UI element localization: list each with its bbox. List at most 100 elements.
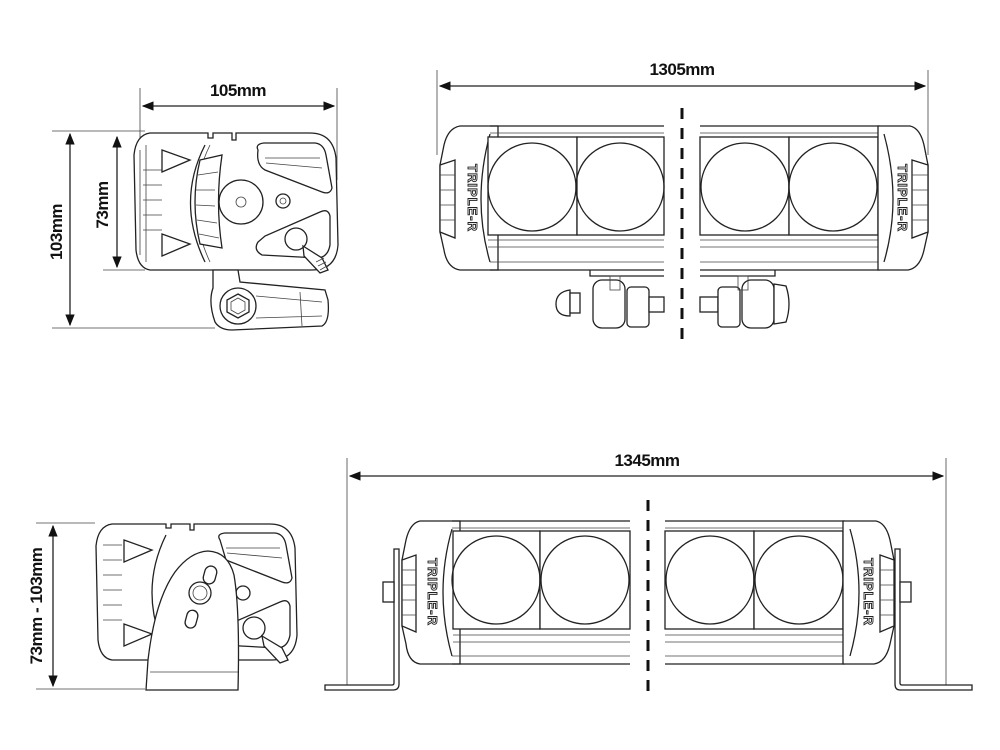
end-cap-grip — [439, 159, 456, 239]
upper-recess — [218, 532, 293, 584]
cable-gland — [302, 244, 329, 274]
width-dimension: 105mm — [139, 81, 338, 180]
bar-body-right — [699, 125, 880, 271]
recess-texture — [265, 157, 323, 169]
breather-valve — [284, 227, 308, 251]
pivot-bolt-inner — [192, 585, 208, 601]
lens-frame-4 — [788, 136, 879, 236]
l-bracket-right — [894, 548, 973, 691]
lower-triangle — [123, 623, 154, 647]
lens-frame-1 — [487, 136, 578, 236]
height-range-dimension: 73mm - 103mm — [27, 522, 145, 690]
right-end-cap: TRIPLE-R — [842, 520, 895, 665]
bottom-front-view: 1345mm TRIPLE-R — [324, 451, 973, 700]
brand-logo-right: TRIPLE-R — [861, 558, 876, 626]
lower-triangle — [161, 233, 192, 257]
width-label: 105mm — [210, 81, 266, 100]
adjust-slot-upper — [202, 565, 218, 585]
bolt-right — [699, 296, 719, 313]
pivot-center — [235, 196, 247, 208]
overall-height-label: 103mm — [47, 204, 66, 260]
end-cap-curve — [442, 528, 453, 657]
bracket-bolt-right — [899, 581, 912, 603]
clamp-left — [592, 279, 626, 329]
length-dimension-1305: 1305mm — [436, 60, 929, 155]
upper-triangle — [161, 149, 192, 173]
lens-2 — [540, 535, 630, 625]
lens-frame-2 — [576, 136, 665, 236]
lens-frame-3 — [699, 136, 790, 236]
rail-right — [700, 270, 776, 277]
bottom-side-view: 73mm - 103mm — [27, 522, 298, 691]
cable-gland — [261, 634, 289, 664]
bracket-edges — [255, 291, 323, 327]
inner-curve — [189, 144, 206, 263]
clamp-right — [741, 279, 775, 329]
knob-thread — [569, 292, 581, 314]
end-knob-grip — [773, 283, 790, 325]
length-label: 1345mm — [614, 451, 679, 470]
nut-right — [737, 275, 749, 291]
hex-bolt-inner — [230, 297, 246, 315]
height-range-label: 73mm - 103mm — [27, 547, 46, 664]
bar-body-left — [451, 520, 631, 665]
overall-height-dimension: 103mm — [47, 130, 215, 329]
end-cap-curve — [480, 133, 491, 263]
lens-frame-2 — [539, 530, 631, 630]
end-cap-ribs — [139, 145, 147, 262]
end-cap-grip — [879, 554, 895, 633]
left-end-cap: TRIPLE-R — [401, 520, 461, 665]
adjust-slot-lower — [184, 609, 199, 629]
right-end-cap: TRIPLE-R — [877, 125, 929, 271]
bracket-knob — [219, 287, 257, 325]
recess-texture — [226, 547, 283, 559]
body-height-dimension: 73mm — [93, 135, 145, 271]
breather-valve — [242, 616, 266, 640]
lens-4 — [788, 142, 878, 232]
side-bracket — [210, 269, 330, 331]
hex-bolt — [226, 293, 250, 319]
brand-logo-left: TRIPLE-R — [465, 164, 480, 232]
top-side-view: 105mm 103mm 73mm — [47, 81, 339, 331]
lens-frame-1 — [452, 530, 541, 630]
heat-sink-fins — [195, 171, 220, 239]
upper-recess — [256, 142, 333, 194]
fins — [103, 544, 122, 621]
l-bracket-left — [324, 548, 400, 691]
left-end-cap: TRIPLE-R — [439, 125, 499, 271]
grip-ribs — [440, 174, 455, 221]
end-cap-grip — [911, 159, 929, 239]
brand-logo-right: TRIPLE-R — [895, 164, 910, 232]
top-front-view: 1305mm TRIPLE-R — [436, 60, 929, 345]
length-dimension-1345: 1345mm — [346, 451, 947, 688]
grip-ribs — [880, 569, 894, 616]
rail-left — [589, 270, 664, 277]
nut-left — [609, 275, 621, 291]
grip-ribs — [912, 174, 928, 221]
end-cap-curve — [849, 528, 860, 657]
clamp-block-right — [717, 286, 741, 328]
mounting-hardware — [555, 270, 790, 329]
pivot-disc — [218, 179, 264, 225]
lens-2 — [575, 142, 665, 232]
body-height-label: 73mm — [93, 181, 112, 229]
length-label: 1305mm — [649, 60, 714, 79]
end-cap-grip — [401, 554, 417, 633]
pivot-bolt — [188, 581, 212, 605]
bar-body-left — [487, 125, 665, 271]
bar-body-right — [664, 520, 845, 665]
gland-grip — [315, 257, 328, 271]
fins — [143, 169, 162, 231]
heat-sink — [194, 154, 223, 249]
mount-bracket-side — [145, 550, 240, 691]
bolt-left — [648, 296, 665, 313]
upper-triangle — [123, 539, 154, 563]
torx-bolt-inner — [279, 197, 287, 205]
end-knob-cap — [555, 289, 571, 317]
clamp-block-left — [626, 286, 650, 328]
lens-frame-3 — [664, 530, 755, 630]
grip-ribs — [402, 569, 416, 616]
bracket-bolt-left — [382, 581, 395, 603]
torx-bolt — [275, 193, 291, 209]
